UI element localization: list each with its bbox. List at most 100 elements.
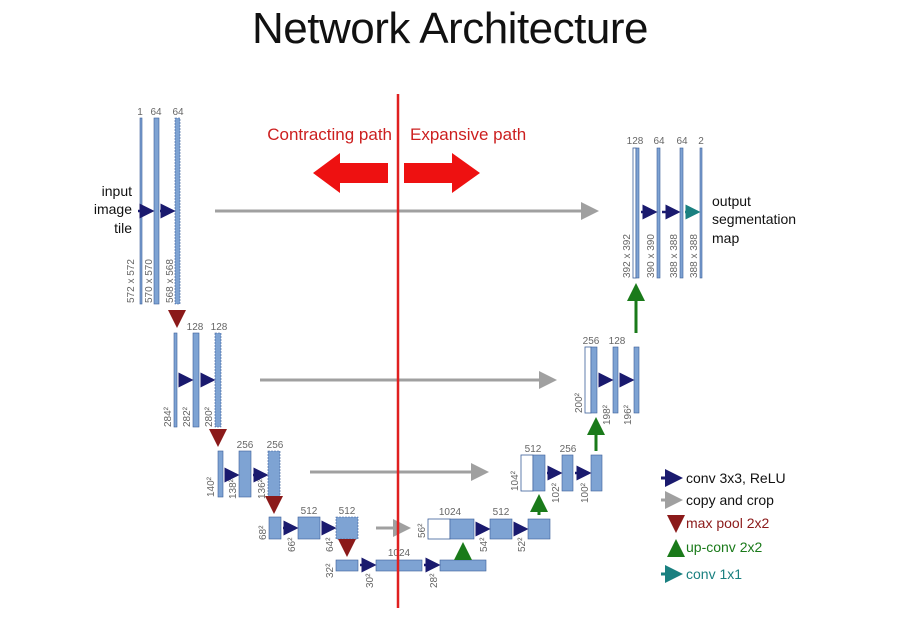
feature-map-bottom-conv2 xyxy=(439,559,487,572)
size-label-l3-136: 136² xyxy=(257,478,268,499)
feature-map-l4-conv1 xyxy=(297,516,321,540)
size-label-l1-dec-390: 390 x 390 xyxy=(646,234,657,278)
level4-decoder: 1024 512 56² 54² 52² xyxy=(417,507,551,552)
expansive-big-arrow-icon xyxy=(404,153,480,193)
size-label-bottom-32: 32² xyxy=(325,563,336,578)
size-label-l4-dec-52: 52² xyxy=(517,537,528,552)
size-label-l4-dec-54: 54² xyxy=(479,537,490,552)
feature-map-l4-dec-conv2 xyxy=(527,518,551,540)
size-label-l1-572: 572 x 572 xyxy=(126,259,137,303)
output-label-line1: output xyxy=(712,193,751,209)
channel-label-l3-dec-512: 512 xyxy=(525,444,542,455)
feature-map-l3-upconv xyxy=(532,454,546,492)
size-label-bottom-30: 30² xyxy=(365,573,376,588)
channel-label-l2-dec-128: 128 xyxy=(609,336,626,347)
feature-map-l1-copy xyxy=(632,147,637,279)
feature-map-l2-conv2 xyxy=(214,332,222,428)
legend-up-conv-label: up-conv 2x2 xyxy=(686,539,762,555)
feature-map-l4-pool xyxy=(268,516,282,540)
channel-label-l4-512b: 512 xyxy=(339,506,356,517)
feature-map-l3-dec-conv1 xyxy=(561,454,574,492)
output-label-line3: map xyxy=(712,230,739,246)
channel-label-l3-dec-256: 256 xyxy=(560,444,577,455)
level2-decoder: 256 128 200² 198² 196² xyxy=(574,336,640,425)
output-label-line2: segmentation xyxy=(712,211,796,227)
channel-label-l4-dec-512: 512 xyxy=(493,507,510,518)
level3-decoder: 512 256 104² 102² 100² xyxy=(510,444,603,503)
feature-map-l1-dec-conv2 xyxy=(679,147,684,279)
size-label-l4-dec-56: 56² xyxy=(417,523,428,538)
feature-map-l4-upconv xyxy=(449,518,475,540)
level4-encoder: 512 512 68² 66² 64² xyxy=(258,506,359,552)
feature-map-l2-dec-conv2 xyxy=(633,346,640,414)
size-label-l3-138: 138² xyxy=(228,478,239,499)
level1-decoder: 128 64 64 2 392 x 392 390 x 390 388 x 38… xyxy=(622,136,704,279)
size-label-l2-284: 284² xyxy=(163,406,174,427)
channel-label-l1-dec-128: 128 xyxy=(627,136,644,147)
contracting-big-arrow-icon xyxy=(313,153,388,193)
channel-label-l4-dec-1024: 1024 xyxy=(439,507,462,518)
level2-encoder: 128 128 284² 282² 280² xyxy=(163,322,228,428)
channel-label-l1-dec-64b: 64 xyxy=(676,136,688,147)
channel-label-l4-512a: 512 xyxy=(301,506,318,517)
input-label-line2: image xyxy=(94,201,132,217)
feature-map-l2-pool xyxy=(173,332,178,428)
size-label-l3-dec-100: 100² xyxy=(580,482,591,503)
size-label-l4-64: 64² xyxy=(325,537,336,552)
size-label-bottom-28: 28² xyxy=(429,573,440,588)
feature-map-l1-dec-conv1 xyxy=(656,147,661,279)
size-label-l4-66: 66² xyxy=(287,537,298,552)
channel-label-l2-128b: 128 xyxy=(211,322,228,333)
feature-map-bottom-pool xyxy=(335,559,359,572)
size-label-l4-68: 68² xyxy=(258,525,269,540)
feature-map-l4-conv2 xyxy=(335,516,359,540)
size-label-l3-dec-102: 102² xyxy=(551,482,562,503)
feature-map-l3-copy xyxy=(520,454,534,492)
size-label-l1-dec-388b: 388 x 388 xyxy=(689,234,700,278)
expansive-path-label: Expansive path xyxy=(410,125,526,144)
page-title: Network Architecture xyxy=(252,4,648,53)
input-label-line3: tile xyxy=(114,220,132,236)
channel-label-l2-dec-256: 256 xyxy=(583,336,600,347)
size-label-l2-dec-196: 196² xyxy=(623,404,634,425)
feature-map-l3-dec-conv2 xyxy=(590,454,603,492)
feature-map-l3-conv2 xyxy=(267,450,281,498)
channel-label-l3-256b: 256 xyxy=(267,440,284,451)
feature-map-l2-dec-conv1 xyxy=(612,346,619,414)
input-label-line1: input xyxy=(102,183,132,199)
feature-map-output xyxy=(699,147,703,279)
level1-encoder: 1 64 64 572 x 572 570 x 570 568 x 568 xyxy=(126,107,184,305)
legend-conv-label: conv 3x3, ReLU xyxy=(686,470,786,486)
feature-map-l3-pool xyxy=(217,450,224,498)
channel-label-l1-dec-64a: 64 xyxy=(653,136,665,147)
feature-map-l2-upconv xyxy=(590,346,598,414)
size-label-l2-282: 282² xyxy=(182,406,193,427)
legend: conv 3x3, ReLU copy and crop max pool 2x… xyxy=(661,469,786,583)
feature-map-l2-conv1 xyxy=(192,332,200,428)
legend-max-pool-label: max pool 2x2 xyxy=(686,515,769,531)
channel-label-l1-1: 1 xyxy=(137,107,143,118)
feature-map-l2-copy xyxy=(584,346,592,414)
size-label-l2-280: 280² xyxy=(204,406,215,427)
feature-map-l4-dec-conv1 xyxy=(489,518,513,540)
channel-label-l1-64a: 64 xyxy=(150,107,162,118)
contracting-path-label: Contracting path xyxy=(267,125,392,144)
size-label-l1-dec-392: 392 x 392 xyxy=(622,234,633,278)
channel-label-l1-64b: 64 xyxy=(172,107,184,118)
size-label-l3-140: 140² xyxy=(206,476,217,497)
size-label-l1-570: 570 x 570 xyxy=(144,259,155,303)
channel-label-l1-dec-2: 2 xyxy=(698,136,704,147)
channel-label-l2-128a: 128 xyxy=(187,322,204,333)
legend-conv1x1-label: conv 1x1 xyxy=(686,566,742,582)
feature-map-l3-conv1 xyxy=(238,450,252,498)
legend-copy-crop-label: copy and crop xyxy=(686,492,774,508)
size-label-l1-dec-388a: 388 x 388 xyxy=(669,234,680,278)
channel-label-l3-256a: 256 xyxy=(237,440,254,451)
feature-map-l4-copy xyxy=(427,518,451,540)
feature-map-l1-upconv xyxy=(635,147,640,279)
size-label-l3-dec-104: 104² xyxy=(510,470,521,491)
size-label-l1-568: 568 x 568 xyxy=(165,259,176,303)
size-label-l2-dec-198: 198² xyxy=(602,404,613,425)
level3-encoder: 256 256 140² 138² 136² xyxy=(206,440,284,499)
